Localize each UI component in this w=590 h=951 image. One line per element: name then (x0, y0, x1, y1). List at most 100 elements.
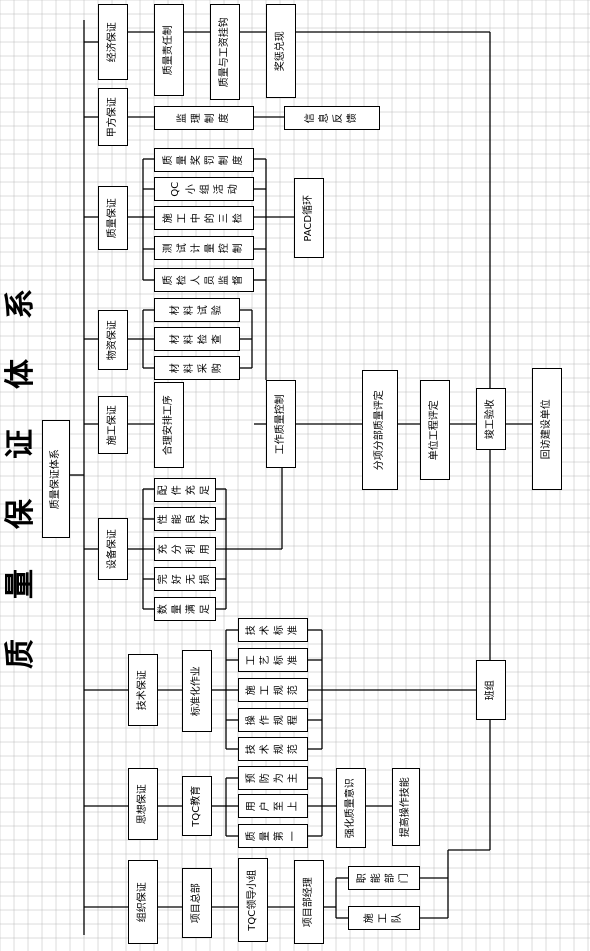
label-char: 中 (190, 213, 202, 223)
quality-item-label: 施工中的三检 (163, 213, 244, 224)
label-char: 良 (185, 514, 197, 524)
label-char: 工 (259, 685, 271, 695)
label-char: 材 (169, 363, 181, 373)
label-char: 量 (259, 831, 271, 841)
label-char: 能 (171, 514, 183, 524)
label-char: 技 (245, 744, 257, 754)
thought-item-label: 用户至上 (246, 801, 299, 812)
project-manager-box: 项目总部 (182, 868, 212, 938)
label-char: 督 (232, 275, 244, 285)
label-char: 的 (204, 213, 216, 223)
label-char: 量 (176, 155, 188, 165)
label-char: 一 (287, 831, 299, 841)
equipment-item-label: 数量满足 (158, 604, 211, 615)
label-char: 施 (363, 913, 375, 923)
label-char: 程 (287, 715, 299, 725)
label-char: 足 (199, 485, 211, 495)
label-char: 户 (259, 801, 271, 811)
label-char: 动 (228, 184, 240, 194)
tqc-leader-group-box: TQC领导小组 (238, 858, 268, 942)
quality-item-label: 质量奖罚制度 (162, 155, 244, 166)
label-char: 范 (287, 744, 299, 754)
label-char: 职 (356, 873, 368, 883)
label-char: 查 (211, 334, 223, 344)
title-char: 保 (3, 499, 38, 529)
material-purchase-box: 材料采购 (154, 356, 240, 380)
unit-evaluation-box: 单位工程评定 (420, 380, 450, 480)
arrange-process-box: 合理安排工序 (154, 382, 184, 468)
label-char: 组 (200, 184, 212, 194)
label-char: 息 (318, 113, 330, 123)
label-char: 规 (273, 744, 285, 754)
label-char: 试 (197, 305, 209, 315)
label-char: 好 (171, 574, 183, 584)
label-char: 规 (273, 715, 285, 725)
label-char: 料 (183, 334, 195, 344)
thought-item-label: 预防为主 (246, 773, 299, 784)
label-char: 主 (287, 773, 299, 783)
equipment-item-label: 配件充足 (158, 485, 211, 496)
branch-construction: 施工保证 (98, 396, 128, 454)
label-char: 馈 (346, 113, 358, 123)
label-char: 质 (245, 831, 257, 841)
label-char: 制 (232, 243, 244, 253)
material-item-label: 材料检查 (169, 334, 223, 345)
label-char: 度 (218, 113, 230, 123)
process-control-box: 工作质量控制 (266, 380, 296, 468)
technical-item-label: 技术标准 (246, 625, 299, 636)
label-char: 试 (176, 243, 188, 253)
label-char: 料 (183, 305, 195, 315)
label-char: 料 (183, 363, 195, 373)
standardized-work-box: 标准化作业 (182, 650, 212, 732)
label-char: 检 (176, 275, 188, 285)
label-char: 部 (384, 873, 396, 883)
label-char: 为 (273, 773, 285, 783)
label-char: 反 (332, 113, 344, 123)
construction-team-label: 施工队 (363, 913, 403, 924)
branch-economic: 经济保证 (98, 4, 128, 80)
label-char: 好 (199, 514, 211, 524)
equipment-item-box: 性能良好 (154, 507, 216, 531)
equipment-item-box: 数量满足 (154, 597, 216, 621)
label-char: 质 (162, 275, 174, 285)
label-char: 门 (398, 873, 410, 883)
reward-penalty-box: 奖惩兑现 (266, 4, 296, 98)
label-char: 范 (287, 685, 299, 695)
branch-thought: 思想保证 (128, 768, 158, 840)
label-char: 标 (273, 655, 285, 665)
quality-item-label: 质检人员监督 (162, 275, 244, 286)
three-checks-box: 施工中的三检 (154, 206, 254, 230)
label-char: 制 (218, 155, 230, 165)
label-char: 队 (391, 913, 403, 923)
branch-technical: 技术保证 (128, 654, 158, 726)
label-char: 小 (186, 184, 198, 194)
label-char: 材 (169, 334, 181, 344)
label-char: 活 (214, 184, 226, 194)
supervision-system-box: 监理制度 (154, 106, 254, 130)
functional-dept-box: 职能部门 (348, 866, 420, 890)
technical-item-box: 工艺标准 (238, 648, 308, 672)
label-char: 利 (185, 544, 197, 554)
label-char: 量 (171, 604, 183, 614)
label-char: QC (169, 181, 181, 197)
label-char: 计 (190, 243, 202, 253)
label-char: 分 (171, 544, 183, 554)
label-char: 制 (204, 113, 216, 123)
label-char: 罚 (204, 155, 216, 165)
label-char: 验 (211, 305, 223, 315)
technical-item-box: 施工规范 (238, 678, 308, 702)
construction-team-box: 施工队 (348, 906, 420, 930)
label-char: 质 (162, 155, 174, 165)
thought-item-box: 质量第一 (238, 824, 308, 848)
info-feedback-label: 信息反馈 (305, 113, 358, 124)
title-char: 证 (3, 429, 38, 459)
equipment-item-box: 完好无损 (154, 567, 216, 591)
label-char: 理 (190, 113, 202, 123)
technical-item-label: 操作规程 (246, 715, 299, 726)
label-char: 准 (287, 625, 299, 635)
equipment-item-box: 配件充足 (154, 478, 216, 502)
operation-skill-box: 提高操作技能 (392, 768, 420, 846)
label-char: 术 (259, 625, 271, 635)
label-char: 用 (199, 544, 211, 554)
technical-item-label: 技术规范 (245, 744, 299, 755)
